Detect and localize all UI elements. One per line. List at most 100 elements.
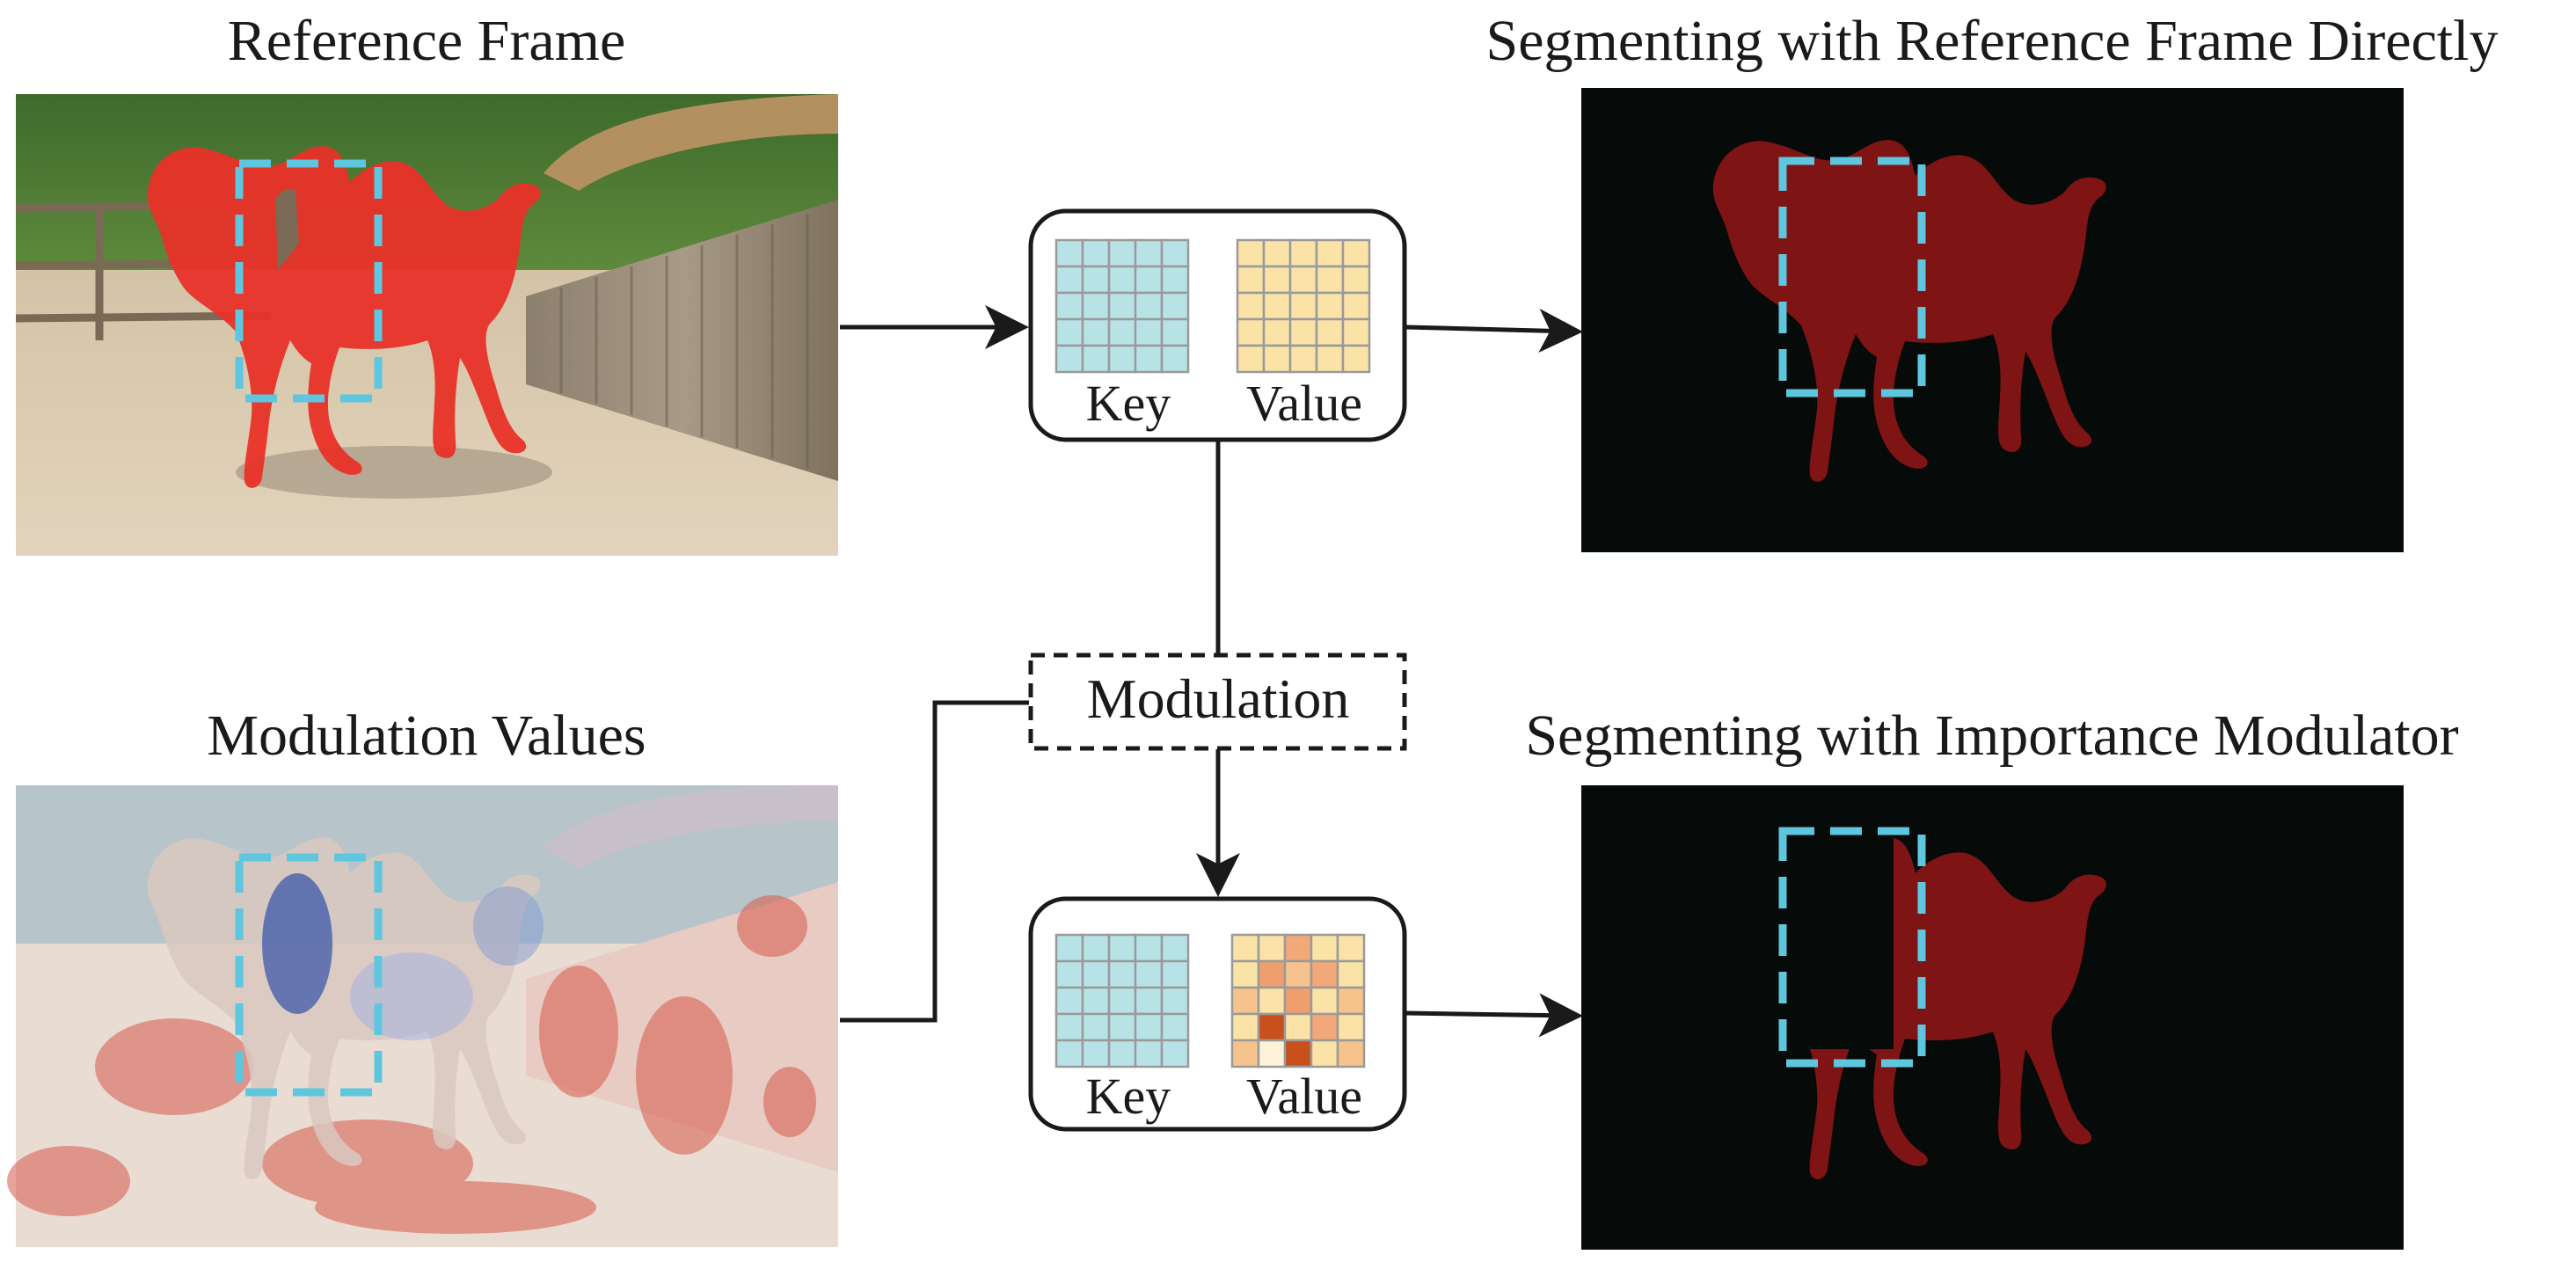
grid-cell	[1107, 1039, 1137, 1068]
grid-cell	[1341, 265, 1371, 295]
grid-cell	[1283, 933, 1313, 963]
grid-cell	[1336, 1039, 1366, 1068]
grid-cell	[1262, 291, 1292, 321]
grid-cell	[1160, 291, 1190, 321]
key-label-top: Key	[1086, 375, 1171, 432]
grid-cell	[1236, 317, 1266, 347]
grid-cell	[1054, 317, 1084, 347]
grid-cell	[1230, 1039, 1260, 1068]
grid-cell	[1160, 986, 1190, 1016]
grid-cell	[1054, 986, 1084, 1016]
key-grid-bottom	[1054, 933, 1190, 1068]
grid-cell	[1054, 291, 1084, 321]
grid-cell	[1054, 959, 1084, 989]
grid-cell	[1160, 1039, 1190, 1068]
grid-cell	[1134, 344, 1164, 374]
highlight-box-modulated	[1778, 827, 1926, 1068]
grid-cell	[1134, 238, 1164, 268]
grid-cell	[1315, 291, 1345, 321]
grid-cell	[1160, 1012, 1190, 1042]
grid-cell	[1054, 1039, 1084, 1068]
grid-cell	[1341, 291, 1371, 321]
memory-box-top: Key Value	[1028, 208, 1407, 442]
grid-cell	[1236, 238, 1266, 268]
grid-cell	[1315, 265, 1345, 295]
grid-cell	[1081, 1012, 1111, 1042]
key-label-bottom: Key	[1086, 1068, 1171, 1125]
grid-cell	[1081, 317, 1111, 347]
grid-cell	[1315, 317, 1345, 347]
grid-cell	[1107, 317, 1137, 347]
grid-cell	[1081, 959, 1111, 989]
grid-cell	[1341, 317, 1371, 347]
connector-values-to-modulation	[840, 700, 1029, 1023]
grid-cell	[1107, 959, 1137, 989]
arrow-memory-to-modulated-mask	[1405, 993, 1583, 1038]
title-reference-frame: Reference Frame	[227, 9, 626, 73]
grid-cell	[1160, 265, 1190, 295]
grid-cell	[1336, 959, 1366, 989]
grid-cell	[1081, 238, 1111, 268]
grid-cell	[1081, 986, 1111, 1016]
grid-cell	[1230, 1012, 1260, 1042]
grid-cell	[1054, 238, 1084, 268]
grid-cell	[1310, 959, 1339, 989]
grid-cell	[1054, 1012, 1084, 1042]
grid-cell	[1257, 959, 1287, 989]
grid-cell	[1341, 238, 1371, 268]
grid-cell	[1288, 317, 1318, 347]
grid-cell	[1257, 933, 1287, 963]
modulation-label: Modulation	[1087, 667, 1350, 730]
grid-cell	[1107, 238, 1137, 268]
grid-cell	[1315, 238, 1345, 268]
grid-cell	[1134, 265, 1164, 295]
grid-cell	[1107, 291, 1137, 321]
grid-cell	[1336, 986, 1366, 1016]
grid-cell	[1081, 933, 1111, 963]
grid-cell	[1230, 933, 1260, 963]
grid-cell	[1283, 959, 1313, 989]
grid-cell	[1310, 986, 1339, 1016]
grid-cell	[1160, 344, 1190, 374]
grid-cell	[1336, 1012, 1366, 1042]
grid-cell	[1310, 933, 1339, 963]
grid-cell	[1257, 986, 1287, 1016]
grid-cell	[1310, 1039, 1339, 1068]
grid-cell	[1262, 265, 1292, 295]
value-grid-top	[1236, 238, 1371, 374]
grid-cell	[1236, 265, 1266, 295]
memory-box-bottom: Key Value	[1028, 896, 1407, 1132]
title-segment-direct: Segmenting with Reference Frame Directly	[1485, 9, 2499, 73]
key-grid-top	[1054, 238, 1190, 374]
highlight-box-direct	[1778, 157, 1926, 397]
grid-cell	[1081, 291, 1111, 321]
grid-cell	[1341, 344, 1371, 374]
highlight-box-modulation	[235, 853, 383, 1097]
value-label-top: Value	[1246, 375, 1362, 432]
grid-cell	[1257, 1012, 1287, 1042]
arrow-memory-to-direct-mask	[1405, 308, 1583, 353]
grid-cell	[1054, 265, 1084, 295]
grid-cell	[1134, 933, 1164, 963]
title-modulation-values: Modulation Values	[207, 704, 646, 768]
grid-cell	[1107, 986, 1137, 1016]
grid-cell	[1107, 344, 1137, 374]
grid-cell	[1288, 344, 1318, 374]
grid-cell	[1288, 291, 1318, 321]
value-label-bottom: Value	[1246, 1068, 1362, 1125]
value-grid-bottom	[1230, 933, 1366, 1068]
modulation-box: Modulation	[1028, 653, 1407, 751]
grid-cell	[1315, 344, 1345, 374]
grid-cell	[1257, 1039, 1287, 1068]
grid-cell	[1262, 344, 1292, 374]
grid-cell	[1081, 344, 1111, 374]
grid-cell	[1107, 1012, 1137, 1042]
grid-cell	[1230, 986, 1260, 1016]
grid-cell	[1081, 1039, 1111, 1068]
segmentation-modulated-mask	[1581, 785, 2404, 1250]
grid-cell	[1107, 265, 1137, 295]
grid-cell	[1230, 959, 1260, 989]
grid-cell	[1160, 317, 1190, 347]
grid-cell	[1134, 986, 1164, 1016]
